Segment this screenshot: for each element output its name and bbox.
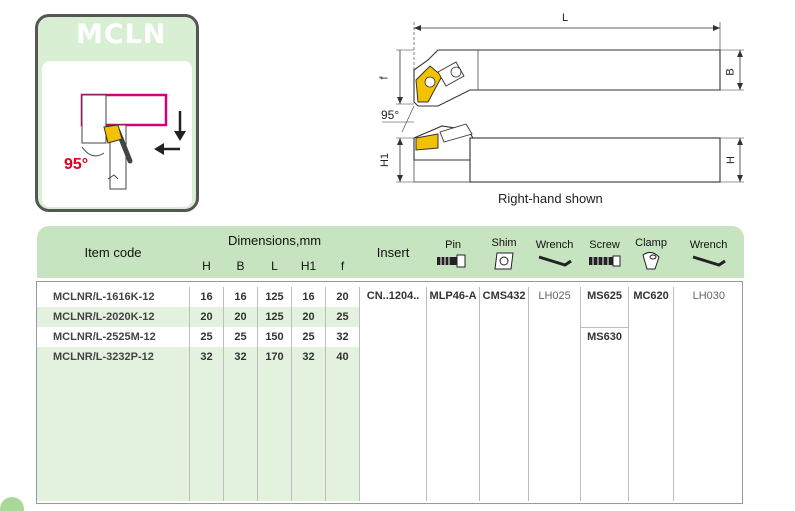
table-row: MCLNR/L-1616K-12 16 16 125 16 20 CN..120… — [36, 287, 744, 501]
wrench-header: Wrench — [528, 226, 581, 278]
item-code-header: Item code — [36, 226, 190, 278]
screw-header: Screw — [580, 226, 629, 278]
width-label: B — [724, 68, 737, 76]
f-label: f — [378, 76, 391, 80]
badge-title: MCLN — [76, 19, 167, 50]
item-code: MCLNR/L-3232P-12 — [36, 347, 190, 367]
dim-col-h: H — [189, 254, 224, 278]
drawing-caption: Right-hand shown — [498, 191, 603, 206]
table-filler-row — [36, 367, 744, 501]
page-corner-decoration — [0, 497, 24, 511]
dim-col-b: B — [223, 254, 258, 278]
clamp-icon — [642, 251, 660, 270]
pin-header: Pin — [426, 226, 480, 278]
tool-type-badge: MCLN 95° — [35, 14, 199, 212]
insert-header: Insert — [359, 226, 427, 278]
h1-label: H1 — [379, 152, 392, 168]
item-code: MCLNR/L-2020K-12 — [36, 307, 190, 327]
length-label: L — [562, 12, 569, 24]
technical-drawing: L B f 95° H1 H — [378, 10, 748, 190]
dim-col-f: f — [325, 254, 360, 278]
clamp-header: Clamp — [628, 226, 674, 278]
wrench-icon — [538, 255, 572, 267]
dim-col-l: L — [257, 254, 292, 278]
shim-value: CMS432 — [479, 287, 529, 501]
clamp-value: MC620 — [628, 287, 674, 501]
h-label: H — [724, 156, 737, 164]
pin-value: MLP46-A — [426, 287, 480, 501]
table-row: MCLNR/L-3232P-12 32 32 170 32 40 — [36, 347, 744, 367]
table-row: MCLNR/L-2525M-12 25 25 150 25 32 MS630 — [36, 326, 744, 501]
item-code: MCLNR/L-2525M-12 — [36, 327, 190, 347]
dim-col-h1: H1 — [291, 254, 326, 278]
shim-icon — [494, 252, 514, 270]
badge-illustration: 95° — [42, 61, 192, 207]
item-code: MCLNR/L-1616K-12 — [36, 287, 190, 307]
insert-value: CN..1204.. — [359, 287, 427, 501]
wrench-icon — [692, 255, 726, 267]
angle-label: 95° — [381, 108, 400, 122]
wrench-value: LH025 — [528, 287, 581, 501]
badge-angle: 95° — [64, 156, 89, 173]
pin-icon — [437, 254, 466, 268]
wrench2-header: Wrench — [673, 226, 744, 278]
shim-header: Shim — [479, 226, 529, 278]
wrench2-value: LH030 — [673, 287, 744, 501]
screw-value-2: MS630 — [580, 326, 629, 501]
spec-table: Item code Dimensions,mm Insert Pin Shim … — [36, 226, 744, 504]
dimensions-header: Dimensions,mm — [189, 226, 360, 254]
table-row: MCLNR/L-2020K-12 20 20 125 20 25 — [36, 307, 744, 327]
screw-value-1: MS625 — [580, 287, 629, 327]
screw-icon — [588, 255, 621, 267]
